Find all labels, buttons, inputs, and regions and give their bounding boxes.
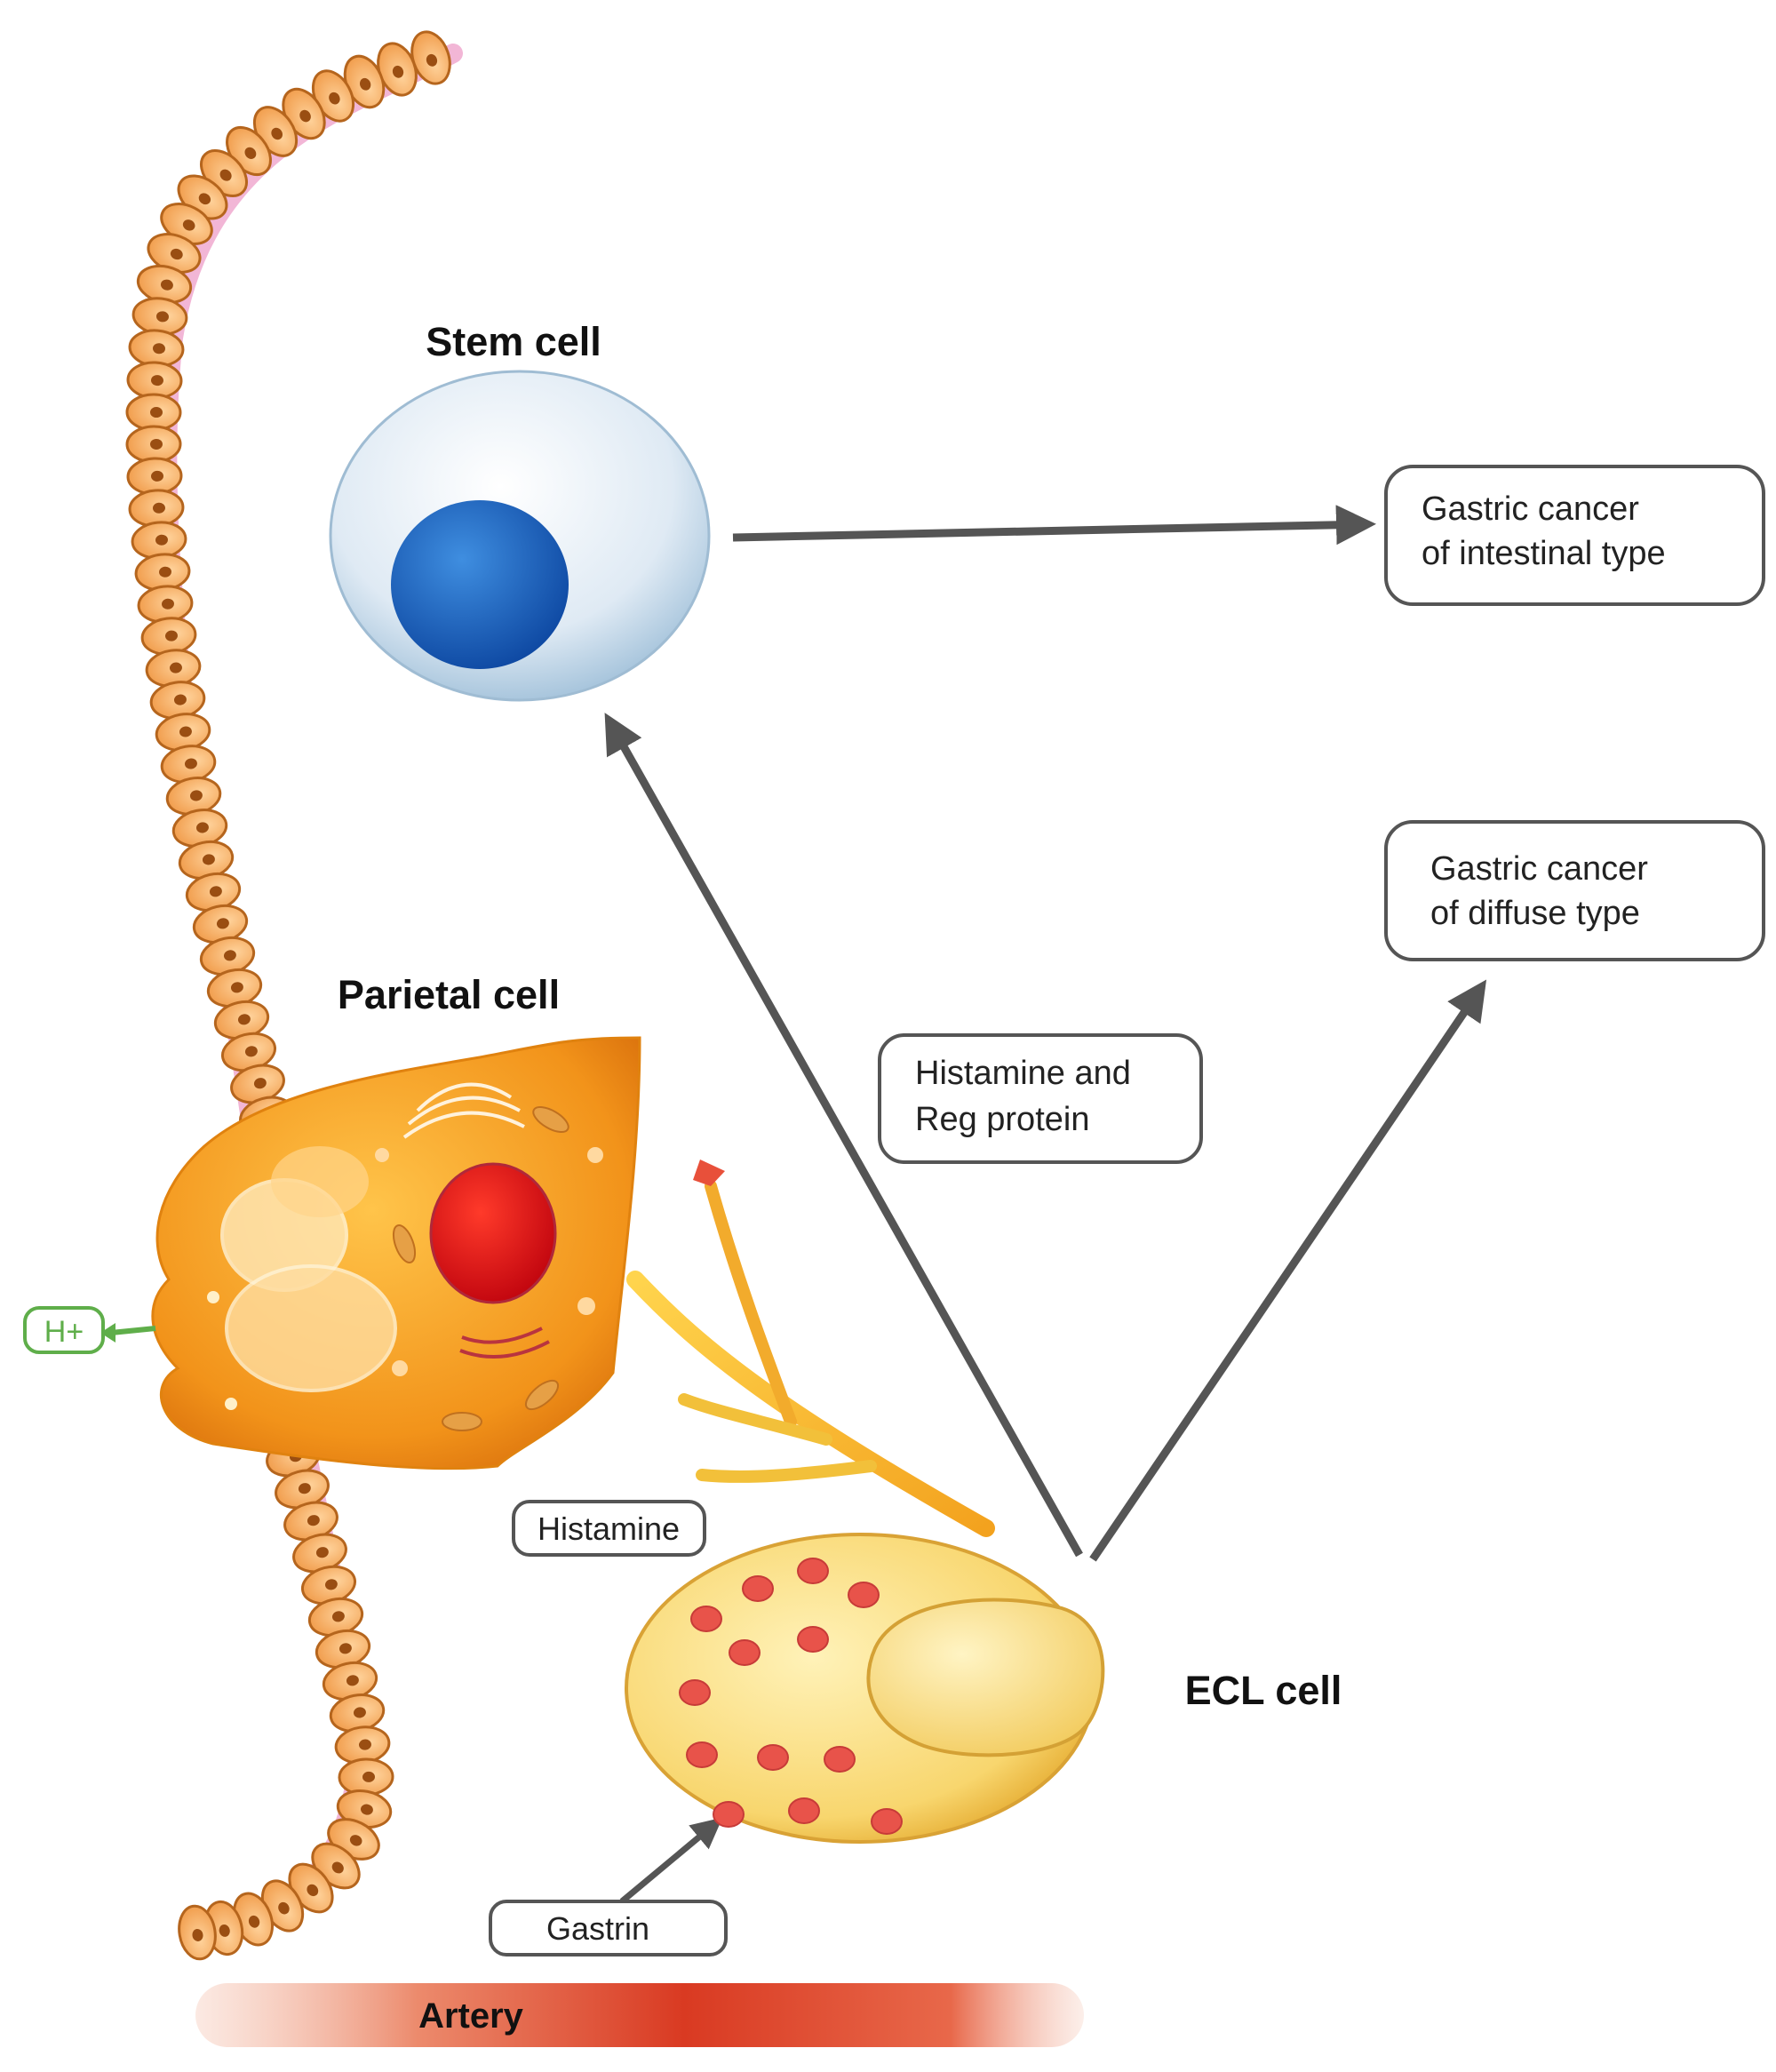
- ecl-granule: [788, 1797, 820, 1824]
- epithelial-cell: [307, 1597, 364, 1638]
- histamine-box: Histamine: [512, 1500, 706, 1557]
- epithelial-cell: [213, 1000, 270, 1040]
- epithelial-cell: [292, 1533, 347, 1574]
- ecl-granule: [686, 1741, 718, 1768]
- ecl-secretory-granules: [679, 1558, 903, 1835]
- ecl-granule: [871, 1808, 903, 1835]
- diffuse-cancer-box: Gastric cancer of diffuse type: [1384, 820, 1765, 961]
- ecl-signal-processes: [626, 1160, 995, 1537]
- intestinal-cancer-box: Gastric cancer of intestinal type: [1384, 465, 1765, 606]
- ecl-granule: [713, 1801, 745, 1828]
- epithelial-cell: [275, 1469, 330, 1510]
- ecl-cell: [625, 1533, 1105, 1844]
- parietal-cell-label: Parietal cell: [338, 972, 560, 1017]
- epithelial-cell: [334, 1725, 391, 1765]
- epithelial-cell: [232, 1892, 275, 1947]
- ecl-granule: [797, 1626, 829, 1653]
- epithelial-cell: [147, 233, 202, 274]
- h-plus-arrowhead: [100, 1323, 115, 1343]
- ecl-granule: [848, 1582, 880, 1608]
- artery-label: Artery: [418, 1996, 524, 2036]
- ecl-cell-nucleus: [866, 1598, 1105, 1757]
- ecl-granule: [824, 1746, 856, 1773]
- epithelial-cell: [160, 745, 217, 784]
- histamine-reg-line2: Reg protein: [915, 1101, 1089, 1138]
- diffuse-cancer-line2: of diffuse type: [1430, 895, 1640, 932]
- ecl-cell-label: ECL cell: [1185, 1668, 1342, 1713]
- parietal-cell-nucleus: [429, 1162, 557, 1304]
- epithelial-cell: [145, 649, 202, 688]
- epithelial-cell: [220, 1032, 277, 1072]
- ecl-granule: [679, 1679, 711, 1706]
- epithelial-cell: [125, 425, 182, 464]
- h-plus-label: H+: [44, 1315, 84, 1349]
- epithelial-cell: [178, 1904, 217, 1961]
- epithelial-cell: [134, 553, 191, 592]
- artery-vessel: [195, 1983, 1084, 2047]
- ecl-granule: [797, 1558, 829, 1584]
- histamine-label: Histamine: [538, 1510, 680, 1547]
- arrow-stem-to-intestinal-cancer: [732, 505, 1376, 546]
- intestinal-cancer-line2: of intestinal type: [1422, 535, 1666, 572]
- epithelial-cell: [206, 968, 263, 1008]
- epithelial-cell: [125, 393, 182, 432]
- histamine-reg-protein-box: Histamine and Reg protein: [878, 1033, 1203, 1164]
- histamine-reg-line1: Histamine and: [915, 1055, 1131, 1092]
- diffuse-cancer-line1: Gastric cancer: [1430, 850, 1648, 888]
- ecl-granule: [742, 1575, 774, 1602]
- stem-cell: [329, 370, 711, 702]
- arrow-ecl-to-stem-cell: [604, 713, 1083, 1558]
- ecl-granule: [757, 1744, 789, 1771]
- stem-cell-label: Stem cell: [426, 319, 601, 364]
- ecl-granule: [690, 1606, 722, 1632]
- ecl-granule: [729, 1639, 761, 1666]
- arrow-ecl-to-diffuse-cancer: [1089, 979, 1487, 1562]
- h-plus-badge: [23, 1306, 105, 1354]
- intestinal-cancer-line1: Gastric cancer: [1422, 490, 1639, 528]
- parietal-cell: [151, 1036, 641, 1470]
- gastrin-label: Gastrin: [546, 1910, 649, 1947]
- epithelial-cell: [126, 457, 183, 496]
- epithelial-cell: [128, 489, 185, 528]
- stem-cell-nucleus: [391, 500, 569, 669]
- epithelial-cell: [131, 297, 188, 336]
- gastrin-box: Gastrin: [489, 1900, 728, 1956]
- arrow-gastrin-to-ecl: [619, 1817, 723, 1904]
- h-plus-arrow: [110, 1326, 156, 1335]
- epithelial-cell: [311, 69, 355, 123]
